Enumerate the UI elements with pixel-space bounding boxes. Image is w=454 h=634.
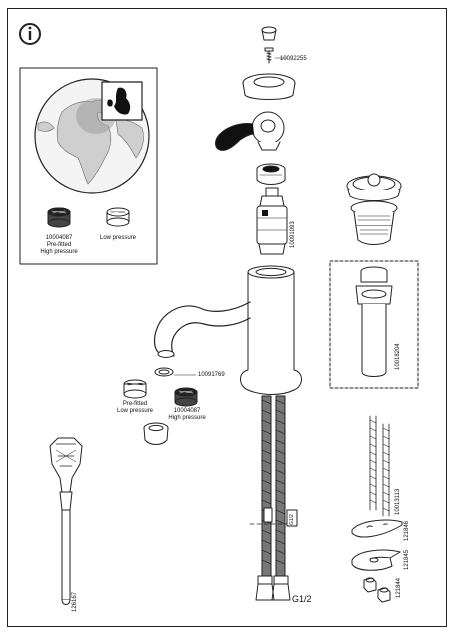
aerator-housing [143, 422, 169, 445]
waste-body [350, 200, 398, 245]
region-box [19, 67, 158, 265]
popup-plug [346, 173, 402, 201]
drain-pipe-code: 10018204 [395, 343, 401, 370]
connection-thread-label: G1/2 [292, 594, 312, 604]
aerator-low-label: Low pressure [116, 408, 154, 414]
info-icon [19, 23, 41, 45]
drain-pipe [355, 266, 393, 377]
clamp-plate [351, 519, 403, 538]
cartridge-code: 10091093 [290, 221, 296, 248]
horseshoe-code: 121845 [404, 549, 410, 570]
installation-wrench [49, 437, 83, 605]
globe-hp-code: 10004087 [45, 235, 73, 241]
ring-nut [256, 163, 286, 185]
cap-screw [264, 47, 274, 64]
tap-body [153, 265, 302, 395]
flexible-hose [255, 395, 291, 601]
cap-screw-code: 10092255 [280, 56, 307, 62]
wrench-code: 126167 [72, 591, 78, 612]
aerator-low-pressure-icon [106, 207, 130, 227]
threaded-rods [369, 415, 390, 517]
spout-washer [154, 367, 174, 377]
fixing-nuts [363, 577, 391, 603]
spout-ring-code: 10091769 [198, 372, 225, 378]
rods-code: 10013113 [395, 488, 401, 515]
drain-pipe-box [329, 260, 419, 389]
aerator-high-pressure [174, 387, 198, 407]
aerator-high-pressure-icon [47, 207, 71, 228]
globe-low-label: Low pressure [100, 235, 137, 241]
globe-pre-label: Pre-fitted [46, 242, 72, 248]
nuts-code: 121844 [396, 577, 402, 598]
lever-handle [215, 111, 285, 151]
clamp-plate-code: 121846 [404, 520, 410, 541]
handle-cap [261, 26, 277, 41]
aerator-pre-fitted [123, 379, 147, 399]
horseshoe-washer [351, 549, 401, 571]
ceramic-cartridge [256, 187, 288, 255]
globe-high-label: High pressure [40, 249, 78, 255]
aerator-hp-label: High pressure [168, 415, 206, 421]
hose-tag-label: G1/2 [289, 514, 295, 525]
aerator-pre-label: Pre-fitted [122, 401, 148, 407]
handle-bush [242, 73, 296, 100]
aerator-hp-code: 10004087 [173, 408, 201, 414]
uk-inset-map [101, 81, 143, 121]
hose-tag [286, 509, 298, 527]
